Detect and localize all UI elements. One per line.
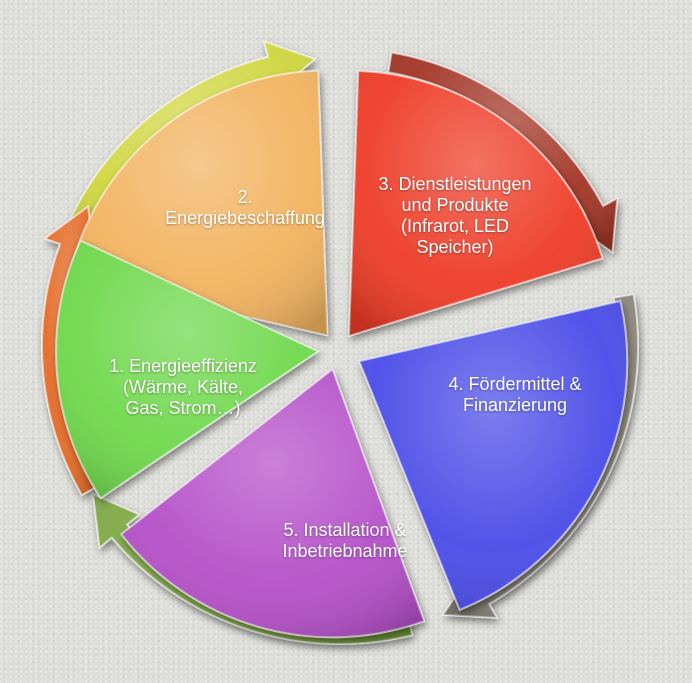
label-line: 2. (237, 187, 253, 207)
label-line: (Wärme, Kälte, (122, 377, 244, 397)
label-foerdermittel: 4. Fördermittel & Finanzierung (420, 374, 610, 416)
wedge-gloss-foerdermittel (359, 301, 628, 610)
label-line: Energiebeschaffung (165, 208, 325, 228)
label-line: Gas, Strom…) (125, 398, 241, 418)
label-line: Speicher) (416, 237, 494, 257)
label-line: (Infrarot, LED (400, 216, 510, 236)
label-line: 4. Fördermittel & (448, 374, 582, 394)
label-line: 1. Energieeffizienz (109, 356, 257, 376)
label-energiebeschaffung: 2. Energiebeschaffung (150, 187, 340, 229)
label-line: 3. Dienstleistungen (378, 174, 532, 194)
label-line: und Produkte (401, 195, 509, 215)
wedge-gloss-energieeffizienz (56, 240, 318, 498)
label-line: Inbetriebnahme (282, 541, 408, 561)
label-installation: 5. Installation & Inbetriebnahme (245, 520, 445, 562)
label-energieeffizienz: 1. Energieeffizienz (Wärme, Kälte, Gas, … (88, 356, 278, 419)
cycle-arrow-gloss-5 (42, 206, 100, 495)
wedge-gloss-installation (121, 369, 425, 638)
label-line: Finanzierung (462, 395, 568, 415)
label-dienstleistungen: 3. Dienstleistungen und Produkte (Infrar… (355, 174, 555, 258)
wedge-gloss-dienstleistungen (349, 71, 603, 336)
label-line: 5. Installation & (283, 520, 407, 540)
cycle-arrow-gloss-2 (388, 52, 618, 253)
